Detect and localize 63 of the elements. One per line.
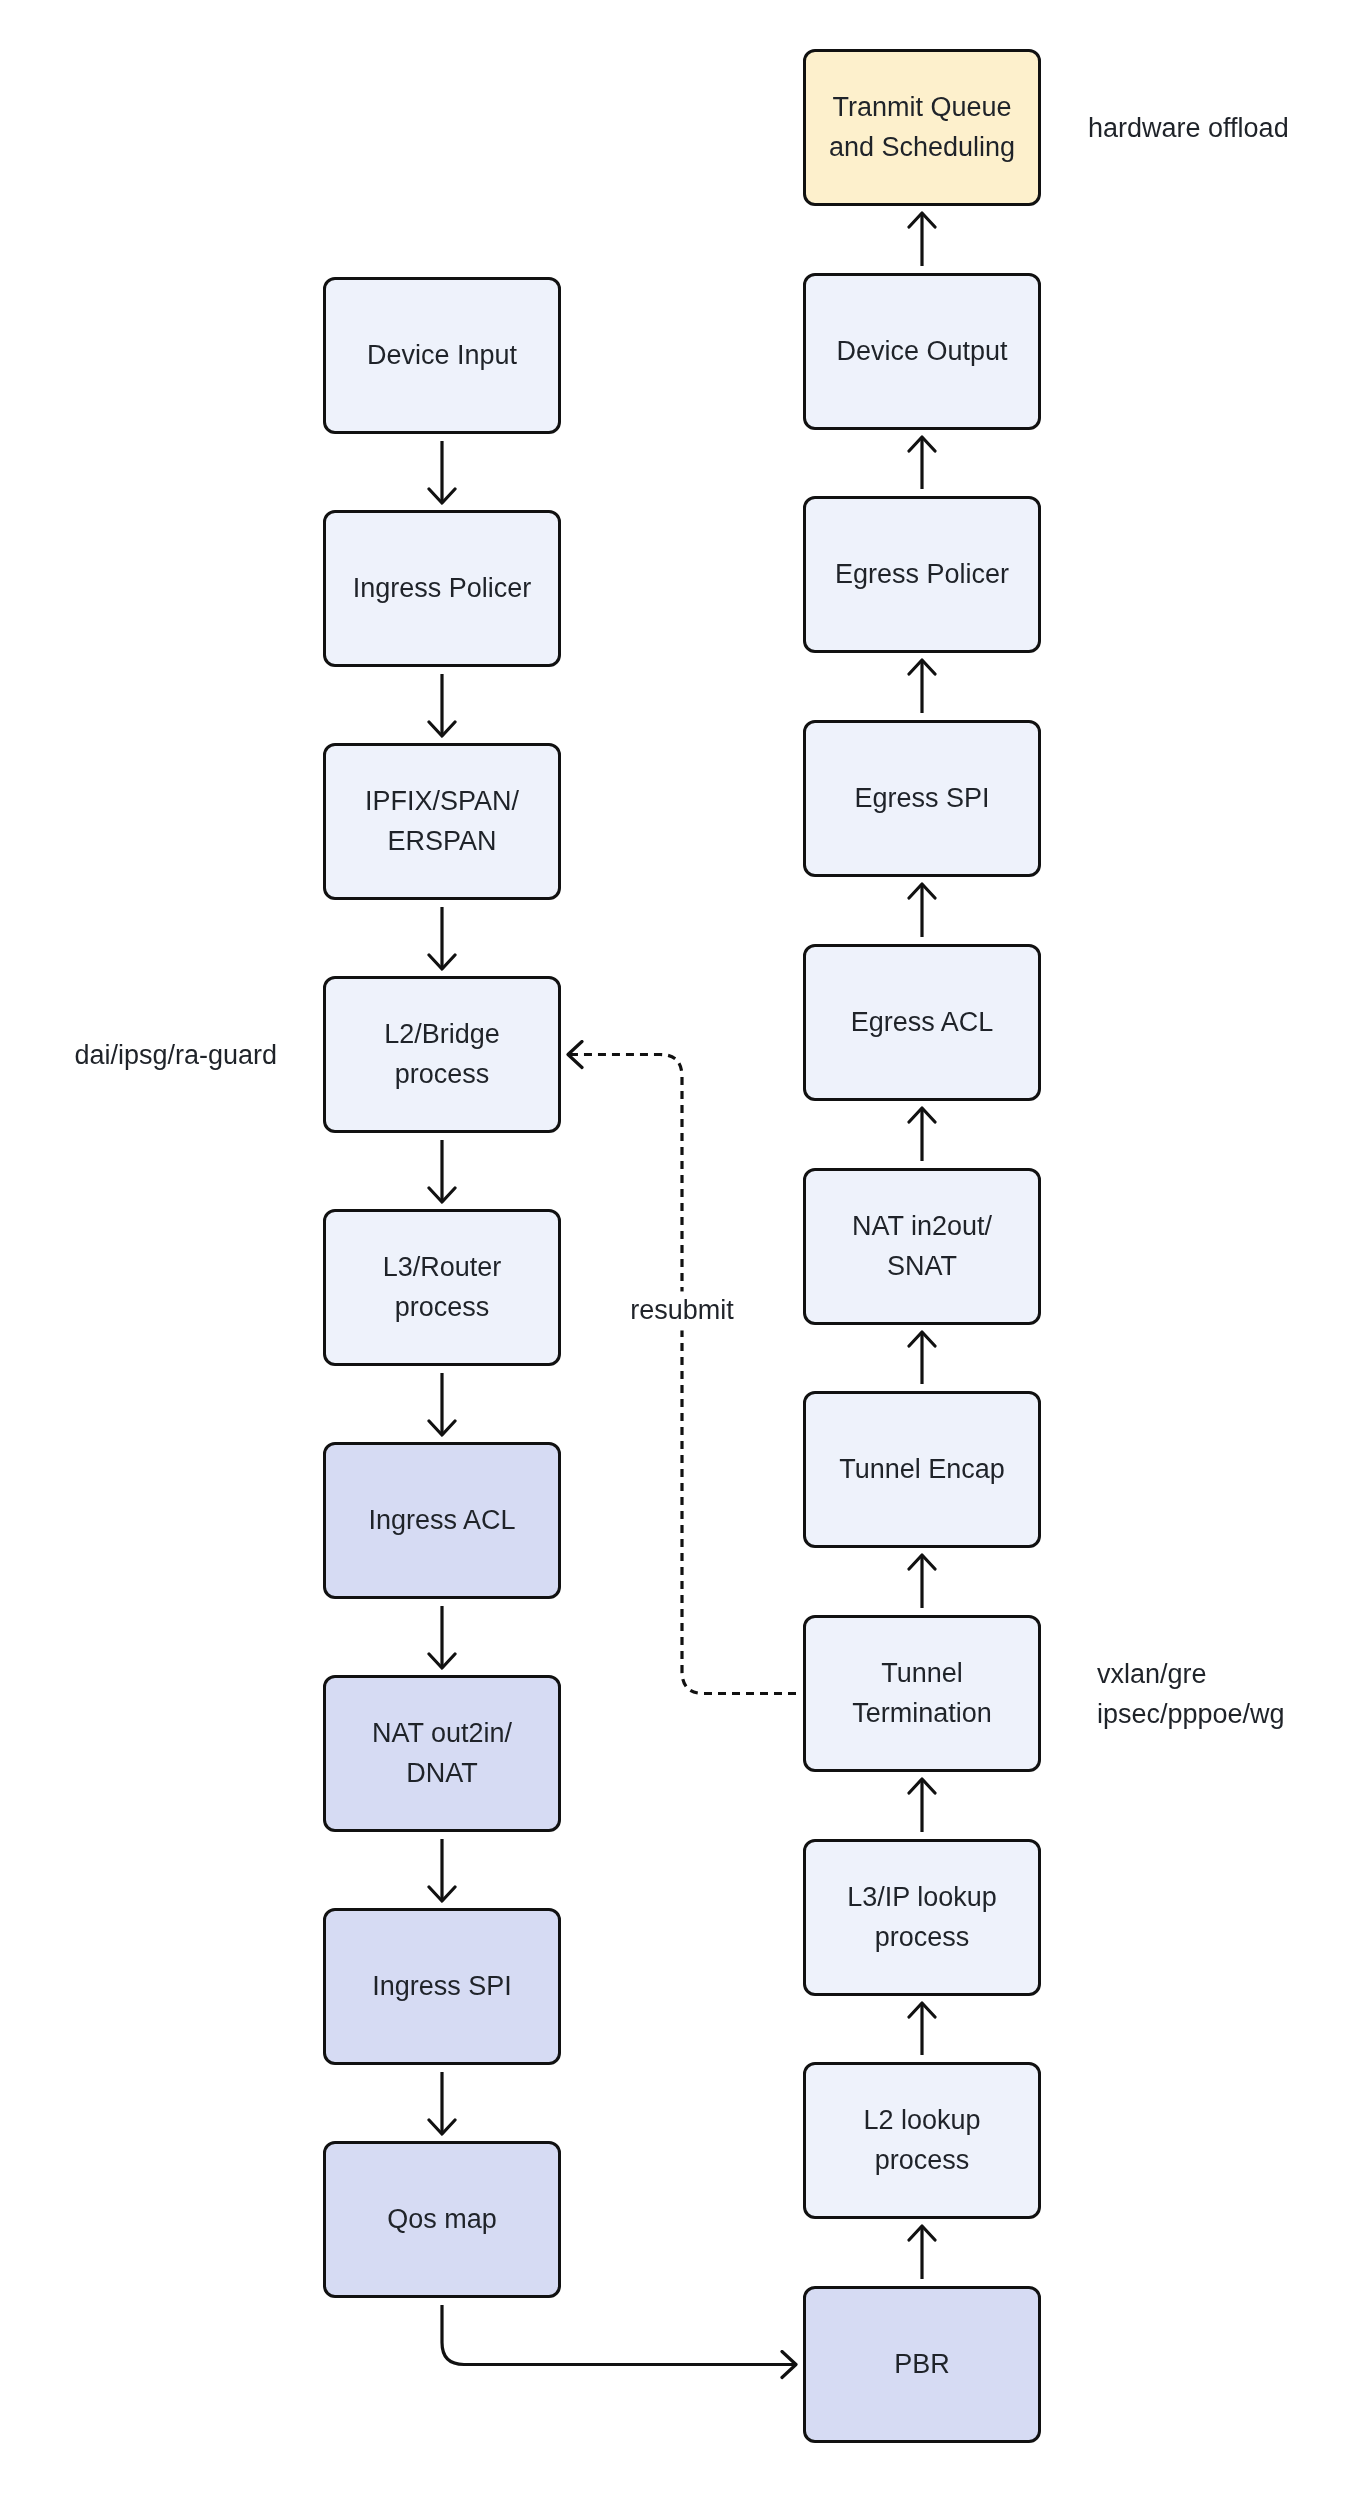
- process-box: [323, 1209, 561, 1366]
- arrow: [427, 674, 457, 738]
- process-label: Tunnel Encap: [839, 1452, 1005, 1486]
- process-label: L3/IP lookup process: [846, 1881, 998, 1954]
- process-box: [803, 944, 1041, 1101]
- process-label: NAT out2in/DNAT: [370, 1717, 514, 1790]
- process-label: Egress Policer: [834, 557, 1010, 591]
- process-box: [323, 2141, 561, 2298]
- process-label: NAT in2out/SNAT: [850, 1210, 994, 1283]
- process-label: IPFIX/SPAN/ERSPAN: [363, 785, 520, 858]
- process-box: [323, 1442, 561, 1599]
- arrow: [440, 2305, 798, 2380]
- arrow: [907, 435, 937, 489]
- process-label: Device Output: [836, 334, 1008, 368]
- arrow: [427, 1140, 457, 1204]
- process-box: [323, 510, 561, 667]
- arrow: [907, 2001, 937, 2055]
- process-box: [803, 2286, 1041, 2443]
- arrow: [427, 1839, 457, 1903]
- process-label: Egress SPI: [854, 781, 990, 815]
- arrow: [907, 1777, 937, 1832]
- process-label: Ingress ACL: [368, 1503, 516, 1537]
- arrow: [907, 658, 937, 713]
- arrow: [907, 882, 937, 937]
- arrow: [427, 2072, 457, 2136]
- arrow: [907, 1330, 937, 1384]
- process-box: [803, 2062, 1041, 2219]
- process-box: [323, 743, 561, 900]
- process-box: [803, 273, 1041, 430]
- process-label: Egress ACL: [850, 1005, 994, 1039]
- process-label: Device Input: [366, 338, 518, 372]
- process-label: L3/Router process: [381, 1251, 503, 1324]
- arrow: [907, 2224, 937, 2279]
- process-label: Qos map: [387, 2202, 497, 2236]
- process-box: [803, 1839, 1041, 1996]
- process-box: [803, 1391, 1041, 1548]
- process-label: Tunnel Termination: [851, 1657, 993, 1730]
- arrow: [427, 1373, 457, 1437]
- arrow: [907, 211, 937, 266]
- process-box: [803, 1168, 1041, 1325]
- arrow: [907, 1106, 937, 1161]
- process-box: [803, 496, 1041, 653]
- process-label: Ingress SPI: [372, 1969, 512, 2003]
- side-note: dai/ipsg/ra-guard: [73, 1038, 277, 1072]
- arrow: [907, 1553, 937, 1608]
- process-label: PBR: [894, 2347, 950, 2381]
- arrow: [427, 1606, 457, 1670]
- process-label: L2 lookup process: [862, 2104, 982, 2177]
- process-label: Ingress Policer: [352, 571, 532, 605]
- process-box: [323, 1908, 561, 2065]
- process-box: [323, 976, 561, 1133]
- process-box: [803, 720, 1041, 877]
- arrow: [427, 907, 457, 971]
- process-box: [803, 49, 1041, 206]
- dashed-arrow: [566, 1039, 796, 1696]
- process-box: [323, 1675, 561, 1832]
- process-box: [323, 277, 561, 434]
- side-note: hardware offload: [1088, 111, 1290, 145]
- arrow: [427, 441, 457, 505]
- side-note: vxlan/gre ipsec/pppoe/wg: [1097, 1657, 1286, 1731]
- process-label: L2/Bridge process: [383, 1018, 501, 1091]
- process-label: Tranmit Queue and Scheduling: [827, 91, 1017, 164]
- process-box: [803, 1615, 1041, 1772]
